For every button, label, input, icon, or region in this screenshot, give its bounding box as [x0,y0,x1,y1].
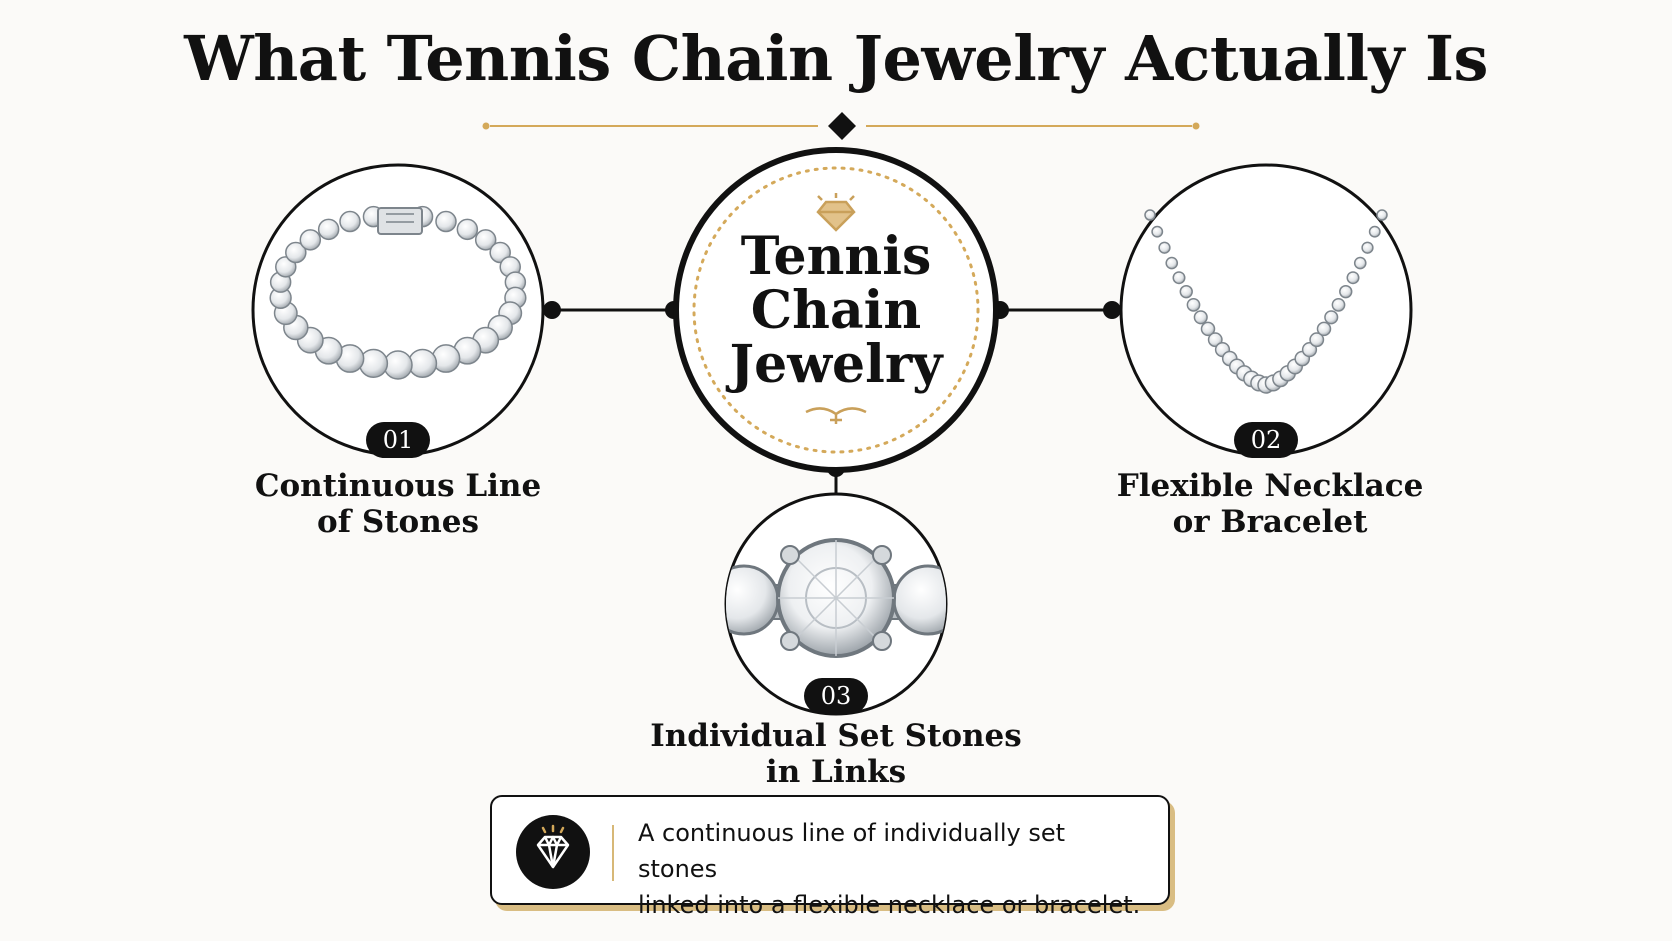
gem-stone [1193,310,1208,325]
feature-label-line: Individual Set Stones [650,718,1022,754]
tennis-necklace-icon [1144,209,1388,394]
feature-number-badge: 01 [366,422,430,458]
gem-stone [474,229,497,251]
gem-stone [1316,321,1332,337]
feature-label-individual-set: Individual Set Stones in Links [626,718,1046,790]
gem-stone [431,344,461,373]
gem-stone [1324,310,1339,325]
center-title-line: Jewelry [729,334,943,395]
center-circle [673,147,999,473]
gem-stone [1165,256,1179,270]
definition-line: A continuous line of individually set st… [638,819,1066,883]
gem-stone [1353,256,1367,270]
gem-stone [285,241,307,264]
flourish-icon [805,407,867,424]
gem-stone [358,348,389,379]
gem-stone [1301,341,1318,358]
gem-stone [1346,271,1360,285]
gem-stone [1151,225,1164,238]
center-title-line: Tennis [740,226,932,287]
title-divider [482,112,1200,140]
prong-set-stone-icon [726,538,946,658]
gem-stone [1361,241,1374,254]
gem-stone [456,218,479,241]
feature-label-line: Flexible Necklace [1116,468,1424,504]
diamond-icon [516,815,590,889]
gem-stone [435,210,457,233]
necklace-circle [1119,163,1413,457]
feature-number-badge: 03 [804,678,868,714]
gem-stone [407,348,438,379]
center-title: Tennis Chain Jewelry [636,230,1036,392]
definition-card: A continuous line of individually set st… [490,795,1170,919]
gem-stone [1309,332,1325,348]
gem-stone [1158,241,1171,254]
feature-label-line: of Stones [317,504,479,540]
feature-number-badge: 02 [1234,422,1298,458]
gem-stone [317,218,340,241]
definition-line: linked into a flexible necklace or brace… [638,891,1141,919]
divider-diamond-icon [828,112,856,140]
gem-stone [1144,209,1156,221]
gem-stone [1179,284,1193,299]
gem-stone [1331,297,1346,312]
feature-label-flexible: Flexible Necklace or Bracelet [1060,468,1480,540]
gem-stone [383,350,413,380]
definition-text: A continuous line of individually set st… [638,815,1148,923]
gem-stone [1376,209,1388,221]
gem-stone [1339,284,1353,299]
feature-label-continuous-line: Continuous Line of Stones [188,468,608,540]
gem-stone [1172,271,1186,285]
feature-label-line: in Links [765,754,907,790]
feature-label-line: or Bracelet [1172,504,1368,540]
card-divider [612,825,614,881]
gem-stone [1207,332,1223,348]
center-title-line: Chain [750,280,922,341]
page-title: What Tennis Chain Jewelry Actually Is [184,22,1488,95]
bracelet-circle [251,163,545,457]
crown-diamond-icon [816,193,856,232]
gem-stone [299,229,322,251]
gem-stone [339,210,361,233]
gem-stone [1368,225,1381,238]
feature-label-line: Continuous Line [254,468,542,504]
gem-stone [1200,321,1216,337]
gem-stone [1186,297,1201,312]
closeup-circle [724,492,948,716]
